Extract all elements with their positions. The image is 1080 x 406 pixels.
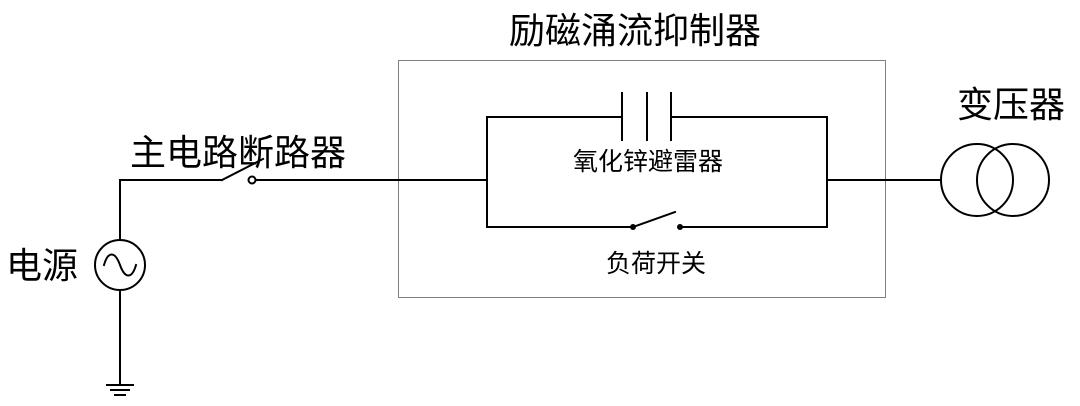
breaker-contact bbox=[247, 175, 257, 185]
source-wire bbox=[119, 179, 223, 241]
ground-symbol bbox=[106, 289, 134, 396]
source-label: 电源 bbox=[6, 246, 78, 287]
load-switch-label: 负荷开关 bbox=[606, 249, 706, 278]
arrester-label: 氧化锌避雷器 bbox=[573, 147, 723, 176]
breaker-blade bbox=[220, 157, 265, 182]
transformer-symbol bbox=[940, 143, 1050, 217]
breaker-label: 主电路断路器 bbox=[130, 133, 346, 174]
suppressor-title: 励磁涌流抑制器 bbox=[509, 11, 761, 52]
transformer-label: 变压器 bbox=[957, 85, 1065, 126]
load-switch-symbol bbox=[630, 210, 683, 230]
